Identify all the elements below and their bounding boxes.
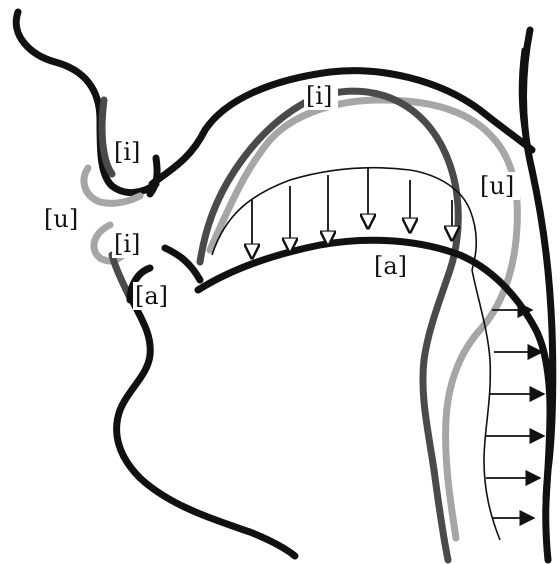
chin-outline: [117, 300, 295, 556]
label-i-lips-lower: [i]: [114, 230, 140, 258]
palate-outline: [152, 71, 532, 184]
label-a-lips: [a]: [135, 282, 168, 310]
upper-lip-black: [150, 158, 157, 194]
label-a-tongue: [a]: [374, 252, 407, 280]
i-lip-upper: [102, 100, 112, 174]
label-i-lips-upper: [i]: [114, 138, 140, 166]
i-tongue-contour: [200, 91, 458, 560]
label-i-tongue: [i]: [306, 82, 332, 110]
label-u-lips: [u]: [44, 205, 78, 233]
label-u-tongue: [u]: [480, 172, 514, 200]
u-tongue-contour: [210, 100, 517, 538]
a-lip-upper: [165, 248, 200, 280]
